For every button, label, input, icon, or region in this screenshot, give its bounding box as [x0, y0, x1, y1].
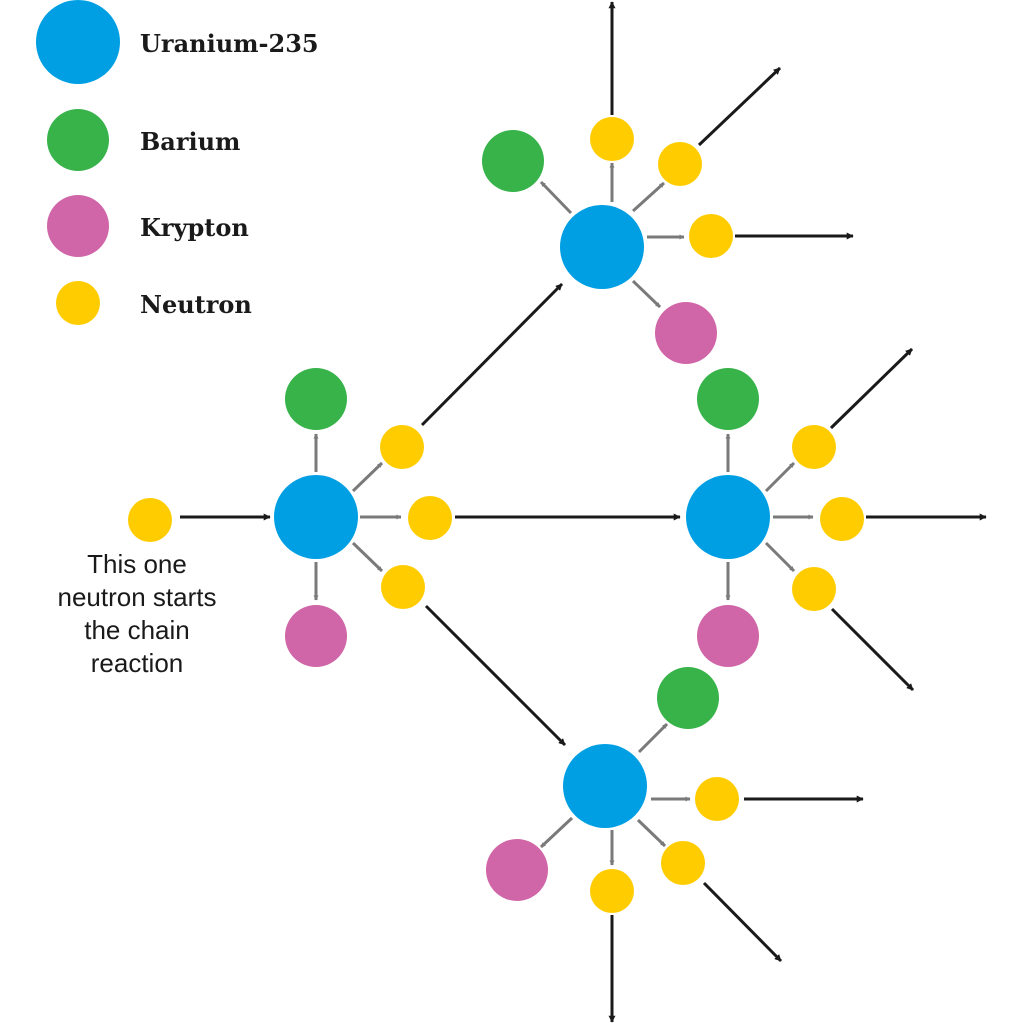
u2-arrow-n-upright: [631, 181, 666, 213]
fission-node-2: [482, 117, 733, 364]
krypton-nucleus: [697, 605, 759, 667]
arrow-u2-upright: [697, 66, 782, 147]
neutron: [792, 425, 836, 469]
u4-arrow-barium: [637, 722, 669, 754]
uranium-nucleus: [560, 205, 644, 289]
neutron: [820, 497, 864, 541]
krypton-nucleus: [655, 302, 717, 364]
barium-nucleus: [285, 368, 347, 430]
neutron: [695, 777, 739, 821]
neutron: [792, 567, 836, 611]
legend-uranium-swatch: [36, 0, 120, 84]
fission-node-4: [486, 667, 739, 913]
legend-neutron-label: Neutron: [140, 290, 252, 319]
barium-nucleus: [657, 667, 719, 729]
initial-neutron: [128, 498, 172, 542]
krypton-nucleus: [486, 839, 548, 901]
legend-barium-label: Barium: [140, 127, 240, 156]
neutron: [408, 496, 452, 540]
arrow-u3-upright: [829, 347, 914, 430]
arrow-u1-to-u2: [420, 282, 564, 427]
arrow-u4-downright: [702, 881, 783, 963]
caption: This one neutron starts the chain reacti…: [58, 549, 217, 678]
neutron: [590, 869, 634, 913]
neutron: [381, 565, 425, 609]
neutron: [380, 425, 424, 469]
uranium-nucleus: [274, 475, 358, 559]
legend-neutron-swatch: [56, 281, 100, 325]
arrow-u3-downright: [830, 607, 915, 692]
u2-arrow-krypton: [631, 279, 662, 309]
short-arrows: [313, 162, 814, 866]
long-arrows: [180, 1, 987, 1023]
legend-barium-swatch: [47, 109, 109, 171]
u3-arrow-n1: [764, 461, 796, 493]
u4-arrow-krypton: [539, 816, 574, 849]
legend-krypton-label: Krypton: [140, 213, 249, 242]
legend: Uranium-235 Barium Krypton Neutron: [36, 0, 319, 325]
legend-krypton-swatch: [47, 195, 109, 257]
caption-line-1: This one: [87, 549, 187, 579]
arrow-u1-to-u4: [424, 604, 567, 747]
neutron: [661, 841, 705, 885]
legend-uranium-label: Uranium-235: [140, 29, 319, 58]
fission-node-3: [686, 368, 864, 667]
u1-arrow-n1: [351, 461, 384, 493]
u1-arrow-n3: [351, 541, 384, 573]
caption-line-4: reaction: [91, 648, 184, 678]
barium-nucleus: [482, 130, 544, 192]
uranium-nucleus: [686, 475, 770, 559]
krypton-nucleus: [285, 605, 347, 667]
neutron: [689, 214, 733, 258]
u3-arrow-n3: [764, 541, 796, 573]
neutron: [658, 142, 702, 186]
u4-arrow-n-downright: [636, 818, 667, 848]
fission-node-1: [274, 368, 452, 667]
caption-line-3: the chain: [84, 615, 190, 645]
barium-nucleus: [697, 368, 759, 430]
uranium-nucleus: [563, 744, 647, 828]
u2-arrow-barium: [539, 180, 573, 215]
caption-line-2: neutron starts: [58, 582, 217, 612]
neutron: [590, 117, 634, 161]
